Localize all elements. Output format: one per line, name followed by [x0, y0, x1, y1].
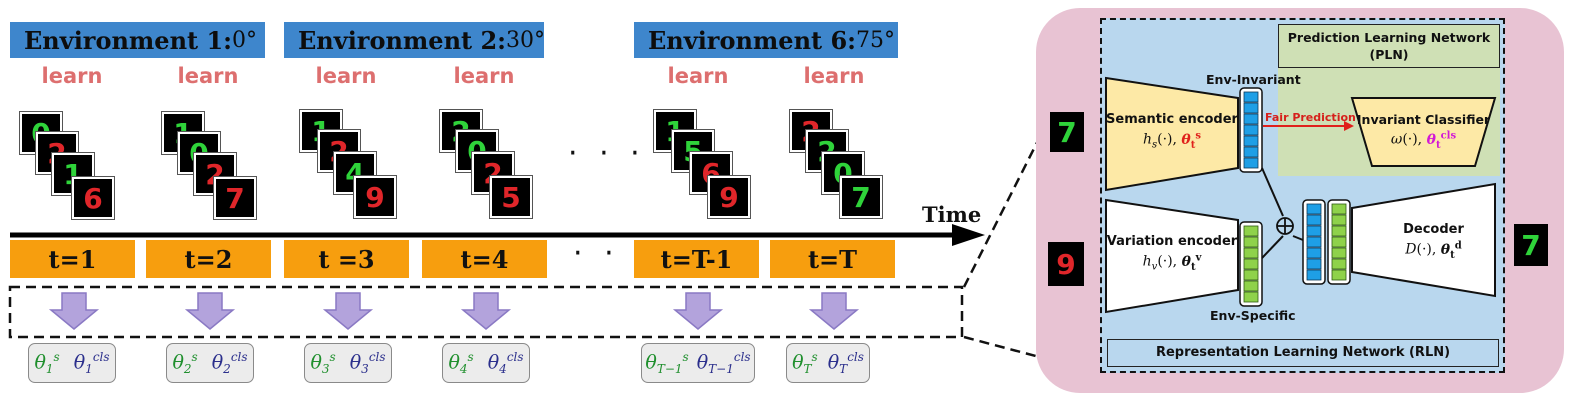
environment-name: Environment 1: [24, 25, 233, 55]
learn-label: learn [453, 64, 515, 88]
learn-label: learn [177, 64, 239, 88]
learn-label: learn [315, 64, 377, 88]
classifier-param: θ1cls [73, 349, 110, 377]
ellipsis: · · · [568, 136, 646, 171]
digit-image: 5 [490, 176, 532, 218]
environment-6-banner: Environment 6: 75° [634, 22, 898, 58]
environment-name: Environment 2: [298, 25, 507, 55]
classifier-param: θTcls [827, 349, 864, 377]
parameter-box: θT−1s θT−1cls [641, 343, 755, 383]
pln-title: Prediction Learning Network [1287, 30, 1491, 45]
environment-name: Environment 6: [648, 25, 857, 55]
parameter-box: θ2s θ2cls [166, 343, 254, 383]
semantic-encoder-formula: hs(·), θts [1142, 130, 1202, 151]
time-step: t =3 [284, 240, 409, 278]
variation-encoder-title: Variation encoder [1106, 234, 1238, 249]
time-axis [10, 224, 985, 246]
classifier-formula: ω(·), θtcls [1390, 130, 1457, 151]
semantic-encoder-title: Semantic encoder [1106, 112, 1238, 127]
reconstructed-output-digit: 7 [1514, 224, 1548, 266]
semantic-param: θ3s [310, 349, 336, 377]
digit-image: 6 [72, 177, 114, 219]
classifier-param: θT−1cls [696, 349, 751, 377]
learn-label: learn [803, 64, 865, 88]
digit-image: 7 [840, 176, 882, 218]
parameter-box: θ4s θ4cls [442, 343, 530, 383]
pln-abbr: (PLN) [1369, 47, 1409, 62]
fair-prediction-label: Fair Prediction [1265, 111, 1356, 124]
ellipsis: · · · [573, 236, 651, 271]
env-invariant-label: Env-Invariant [1206, 72, 1301, 87]
environment-2-banner: Environment 2: 30° [284, 22, 546, 58]
env-specific-label: Env-Specific [1210, 308, 1296, 323]
time-label: Time [922, 202, 982, 227]
digit-image: 7 [214, 177, 256, 219]
semantic-param: θTs [792, 349, 818, 377]
semantic-param: θ4s [448, 349, 474, 377]
semantic-encoder-label: Semantic encoder hs(·), θts [1106, 112, 1238, 150]
parameter-box: θ3s θ3cls [304, 343, 392, 383]
environment-1-banner: Environment 1: 0° [10, 22, 265, 58]
time-step: t=T [770, 240, 895, 278]
pln-title-box: Prediction Learning Network (PLN) [1278, 24, 1500, 68]
decoder-formula: D(·), θtd [1405, 240, 1462, 261]
learn-label: learn [667, 64, 729, 88]
digit-image: 9 [708, 176, 750, 218]
parameter-box: θ1s θ1cls [28, 343, 116, 383]
semantic-param: θ1s [34, 349, 60, 377]
classifier-param: θ3cls [349, 349, 386, 377]
learn-label: learn [41, 64, 103, 88]
variation-input-digit: 9 [1048, 242, 1084, 286]
time-step: t=1 [10, 240, 135, 278]
digit-image: 9 [354, 176, 396, 218]
time-step: t=T-1 [634, 240, 759, 278]
variation-encoder-formula: hv(·), θtv [1142, 252, 1202, 273]
semantic-param: θ2s [172, 349, 198, 377]
classifier-param: θ4cls [487, 349, 524, 377]
rln-title-box: Representation Learning Network (RLN) [1107, 339, 1499, 367]
classifier-label: Invariant Classifier ω(·), θtcls [1352, 112, 1495, 150]
decoder-label: Decoder D(·), θtd [1372, 222, 1495, 260]
semantic-input-digit: 7 [1050, 112, 1084, 152]
parameter-box: θTs θTcls [786, 343, 870, 383]
decoder-title: Decoder [1403, 222, 1464, 237]
time-step: t=2 [146, 240, 271, 278]
semantic-param: θT−1s [645, 349, 689, 377]
environment-angle: 75° [856, 27, 896, 53]
environment-angle: 30° [506, 27, 546, 53]
environment-angle: 0° [232, 27, 258, 53]
time-step: t=4 [422, 240, 547, 278]
classifier-title: Invariant Classifier [1356, 112, 1491, 127]
classifier-param: θ2cls [211, 349, 248, 377]
variation-encoder-label: Variation encoder hv(·), θtv [1106, 234, 1238, 272]
